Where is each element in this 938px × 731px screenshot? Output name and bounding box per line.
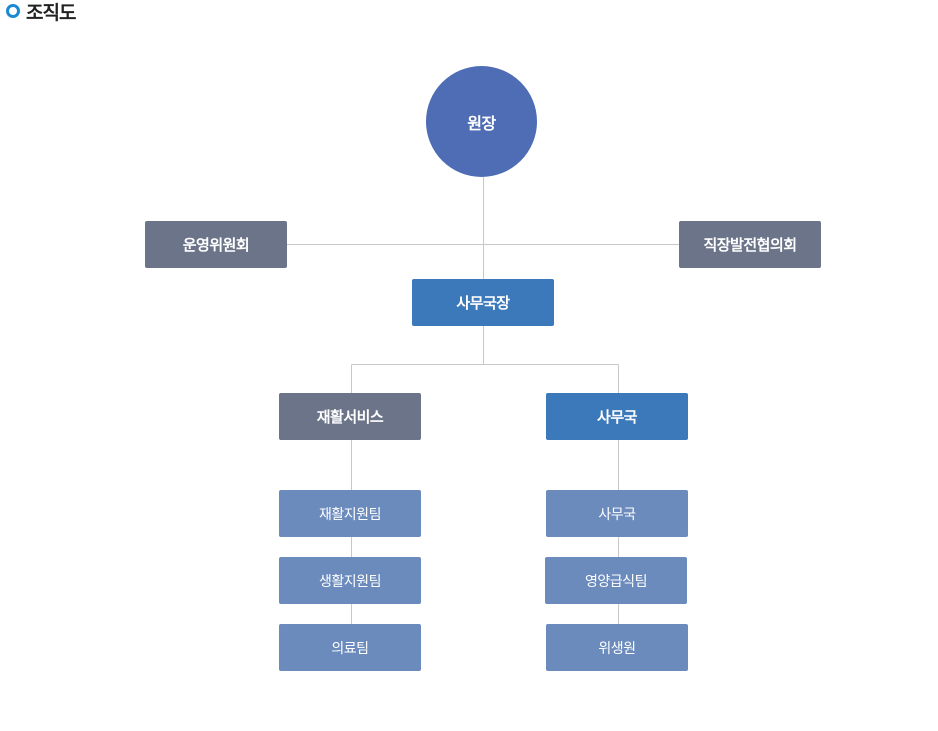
medical-team-node: 의료팀 — [279, 624, 421, 671]
workplace-council-node: 직장발전협의회 — [679, 221, 821, 268]
secretariat-office-node: 사무국 — [546, 490, 688, 537]
rehab-services-node: 재활서비스 — [279, 393, 421, 440]
rehab-support-team-node: 재활지원팀 — [279, 490, 421, 537]
life-support-team-node: 생활지원팀 — [279, 557, 421, 604]
director-node: 원장 — [426, 66, 537, 177]
sanitation-staff-node: 위생원 — [546, 624, 688, 671]
nutrition-meal-team-node: 영양급식팀 — [545, 557, 687, 604]
page-title: 조직도 — [26, 1, 76, 24]
secretary-general-node: 사무국장 — [412, 279, 554, 326]
chart-heading: 조직도 — [6, 0, 76, 24]
circle-bullet-icon — [6, 4, 20, 18]
secretariat-node: 사무국 — [546, 393, 688, 440]
operating-committee-node: 운영위원회 — [145, 221, 287, 268]
